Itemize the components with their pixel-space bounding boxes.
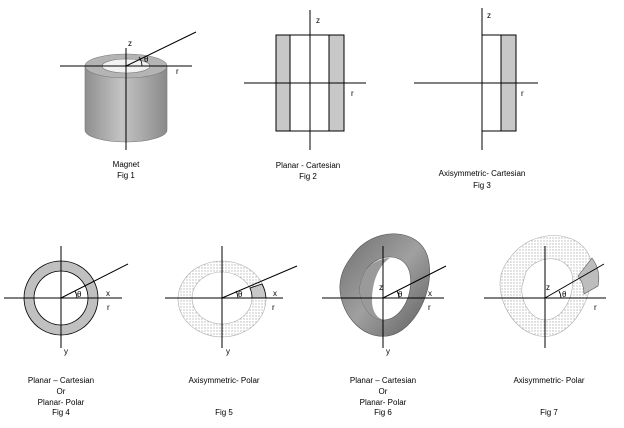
fig6-shell-inner-shade: [359, 258, 390, 320]
fig4-theta-arc: [74, 290, 78, 299]
fig5-dotted-ring: [177, 260, 267, 338]
fig4-theta-label: θ: [77, 290, 82, 299]
fig1-number: Fig 1: [117, 171, 135, 180]
fig5-theta-ray: [221, 265, 298, 299]
fig4-caption-line2: Or: [57, 387, 66, 396]
fig4-caption-line3: Planar- Polar: [38, 398, 85, 407]
fig3-axisymmetric-cartesian: z r Axisymmetric- Cartesian Fig 3: [414, 8, 538, 190]
fig2-number: Fig 2: [299, 172, 317, 181]
fig7-axisymmetric-shell: z θ r Axisymmetric- Polar Fig 7: [484, 235, 606, 417]
fig5-theta-label: θ: [238, 290, 243, 299]
fig5-x-label: x: [273, 289, 277, 298]
fig6-planar-shell: z θ x r y Planar – Cartesian Or Planar- …: [322, 233, 447, 417]
fig6-number: Fig 6: [374, 408, 392, 417]
fig5-y-label: y: [226, 347, 230, 356]
fig5-axisymmetric-polar: θ x r y Axisymmetric- Polar Fig 5: [165, 246, 298, 417]
fig3-z-label: z: [487, 11, 491, 20]
fig1-theta-ray: [125, 31, 197, 67]
fig7-theta-ray: [544, 263, 605, 299]
fig2-r-label: r: [351, 89, 354, 98]
fig4-r-label: r: [107, 303, 110, 312]
fig3-r-label: r: [521, 89, 524, 98]
fig4-x-label: x: [106, 289, 110, 298]
fig3-number: Fig 3: [473, 181, 491, 190]
fig7-z-label: z: [546, 283, 550, 292]
fig1-caption: Magnet: [113, 160, 140, 169]
fig4-y-label: y: [64, 347, 68, 356]
fig4-number: Fig 4: [52, 408, 70, 417]
fig2-z-label: z: [316, 16, 320, 25]
fig7-shell: [499, 235, 592, 337]
fig6-caption-line2: Or: [379, 387, 388, 396]
fig4-ring: [23, 260, 99, 336]
fig5-number: Fig 5: [215, 408, 233, 417]
fig6-x-label: x: [428, 289, 432, 298]
fig6-theta-ray: [382, 265, 447, 299]
fig3-caption: Axisymmetric- Cartesian: [439, 169, 526, 178]
fig4-theta-ray: [60, 263, 129, 299]
fig1-magnet: z θ r Magnet Fig 1: [60, 31, 197, 180]
fig7-number: Fig 7: [540, 408, 558, 417]
fig6-caption-line1: Planar – Cartesian: [350, 376, 416, 385]
fig5-theta-arc: [235, 290, 239, 299]
fig4-caption-line1: Planar – Cartesian: [28, 376, 94, 385]
fig6-z-label: z: [379, 283, 383, 292]
fig6-r-label: r: [428, 303, 431, 312]
fig5-r-label: r: [272, 303, 275, 312]
fig1-theta-arc: [138, 56, 143, 67]
fig7-r-label: r: [594, 303, 597, 312]
fig6-theta-label: θ: [398, 290, 403, 299]
fig7-theta-arc: [558, 290, 562, 299]
fig7-caption: Axisymmetric- Polar: [513, 376, 584, 385]
fig6-theta-arc: [396, 290, 400, 299]
fig1-z-label: z: [128, 39, 132, 48]
fig5-caption: Axisymmetric- Polar: [188, 376, 259, 385]
fig2-planar-cartesian: z r Planar - Cartesian Fig 2: [244, 10, 366, 181]
fig7-sector: [577, 257, 600, 295]
fig6-caption-line3: Planar- Polar: [360, 398, 407, 407]
fig6-y-label: y: [386, 347, 390, 356]
fig2-caption: Planar - Cartesian: [276, 161, 340, 170]
fig1-theta-label: θ: [144, 55, 149, 64]
fig4-planar-ring: θ x r y Planar – Cartesian Or Planar- Po…: [4, 246, 129, 417]
fig7-theta-label: θ: [562, 290, 567, 299]
fig1-r-label: r: [176, 67, 179, 76]
fig5-sector: [249, 283, 267, 299]
